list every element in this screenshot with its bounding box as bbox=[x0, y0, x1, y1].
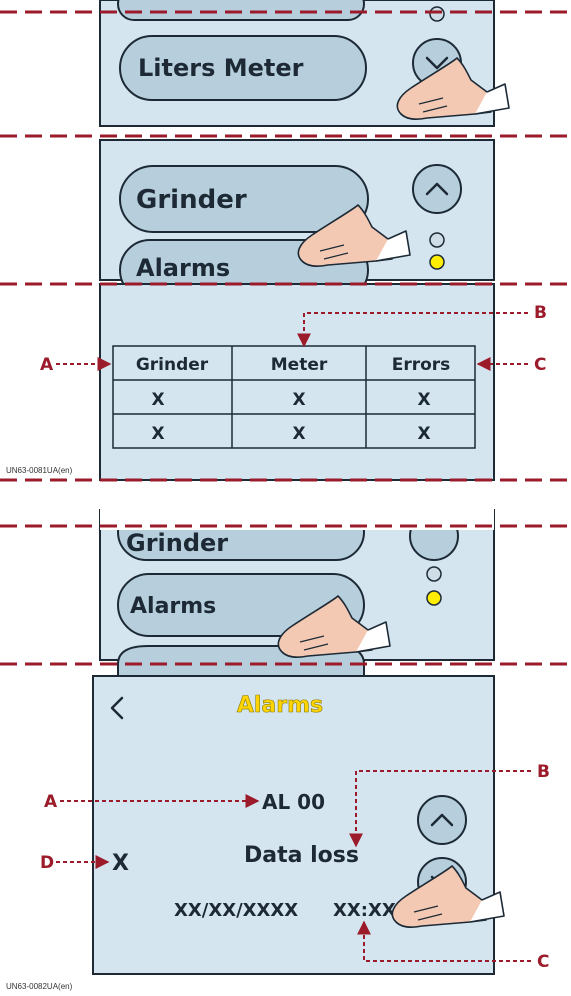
table-cell: X bbox=[292, 424, 305, 444]
table-header-meter: Meter bbox=[271, 355, 328, 375]
chevron-left-icon[interactable] bbox=[110, 696, 124, 720]
screen-title: Alarms bbox=[237, 693, 323, 718]
figure-caption: UN63-0081UA(en) bbox=[6, 466, 73, 475]
callout-b-arrow bbox=[297, 312, 528, 348]
callout-c-arrow bbox=[357, 920, 531, 962]
table-header-errors: Errors bbox=[392, 355, 451, 375]
liters-meter-label: Liters Meter bbox=[138, 54, 304, 82]
counters-table: Grinder Meter Errors X X X X X X bbox=[112, 345, 476, 449]
callout-b: B bbox=[534, 303, 547, 323]
alarms-label: Alarms bbox=[136, 254, 230, 282]
panel-alarm-detail: Alarms AL 00 Data loss X XX/XX/XXXX XX:X… bbox=[40, 675, 550, 975]
liters-meter-button[interactable] bbox=[119, 35, 367, 101]
callout-c: C bbox=[537, 952, 549, 972]
alarm-code: AL 00 bbox=[262, 790, 325, 814]
table-cell: X bbox=[417, 390, 430, 410]
menu-button-partial[interactable] bbox=[117, 0, 365, 21]
alarm-status: X bbox=[112, 851, 129, 876]
alarms-label: Alarms bbox=[130, 594, 216, 619]
chevron-down-icon bbox=[425, 56, 449, 70]
callout-d: D bbox=[40, 853, 54, 873]
callout-a: A bbox=[44, 792, 58, 812]
section-separators bbox=[0, 10, 571, 666]
grinder-label: Grinder bbox=[126, 529, 228, 557]
table-cell: X bbox=[292, 390, 305, 410]
callout-b-arrow bbox=[349, 770, 531, 848]
panel-counters-table: Grinder Meter Errors X X X X X X A B C bbox=[40, 283, 547, 481]
indicator-light-icon bbox=[429, 232, 445, 248]
chevron-up-icon bbox=[430, 813, 454, 827]
panel-grinder: Grinder Alarms bbox=[99, 139, 495, 301]
callout-b: B bbox=[537, 762, 550, 782]
figure-caption: UN63-0082UA(en) bbox=[6, 982, 73, 991]
grinder-label: Grinder bbox=[136, 185, 247, 215]
scroll-up-button[interactable] bbox=[412, 164, 462, 214]
indicator-light-icon bbox=[429, 6, 445, 22]
scroll-up-button[interactable] bbox=[417, 795, 467, 845]
alarm-date: XX/XX/XXXX bbox=[174, 900, 298, 921]
chevron-up-icon bbox=[425, 182, 449, 196]
callout-a: A bbox=[40, 355, 54, 375]
grinder-button[interactable] bbox=[119, 165, 369, 233]
indicator-light-icon bbox=[426, 566, 442, 582]
callout-c: C bbox=[534, 355, 546, 375]
alarm-time: XX:XX bbox=[333, 900, 396, 921]
indicator-light-yellow-icon bbox=[426, 590, 442, 606]
panel-liters-meter: Liters Meter bbox=[99, 0, 510, 127]
table-header-grinder: Grinder bbox=[136, 355, 209, 375]
table-cell: X bbox=[417, 424, 430, 444]
table-cell: X bbox=[151, 390, 164, 410]
alarm-text: Data loss bbox=[244, 843, 359, 868]
indicator-light-yellow-icon bbox=[429, 254, 445, 270]
table-cell: X bbox=[151, 424, 164, 444]
